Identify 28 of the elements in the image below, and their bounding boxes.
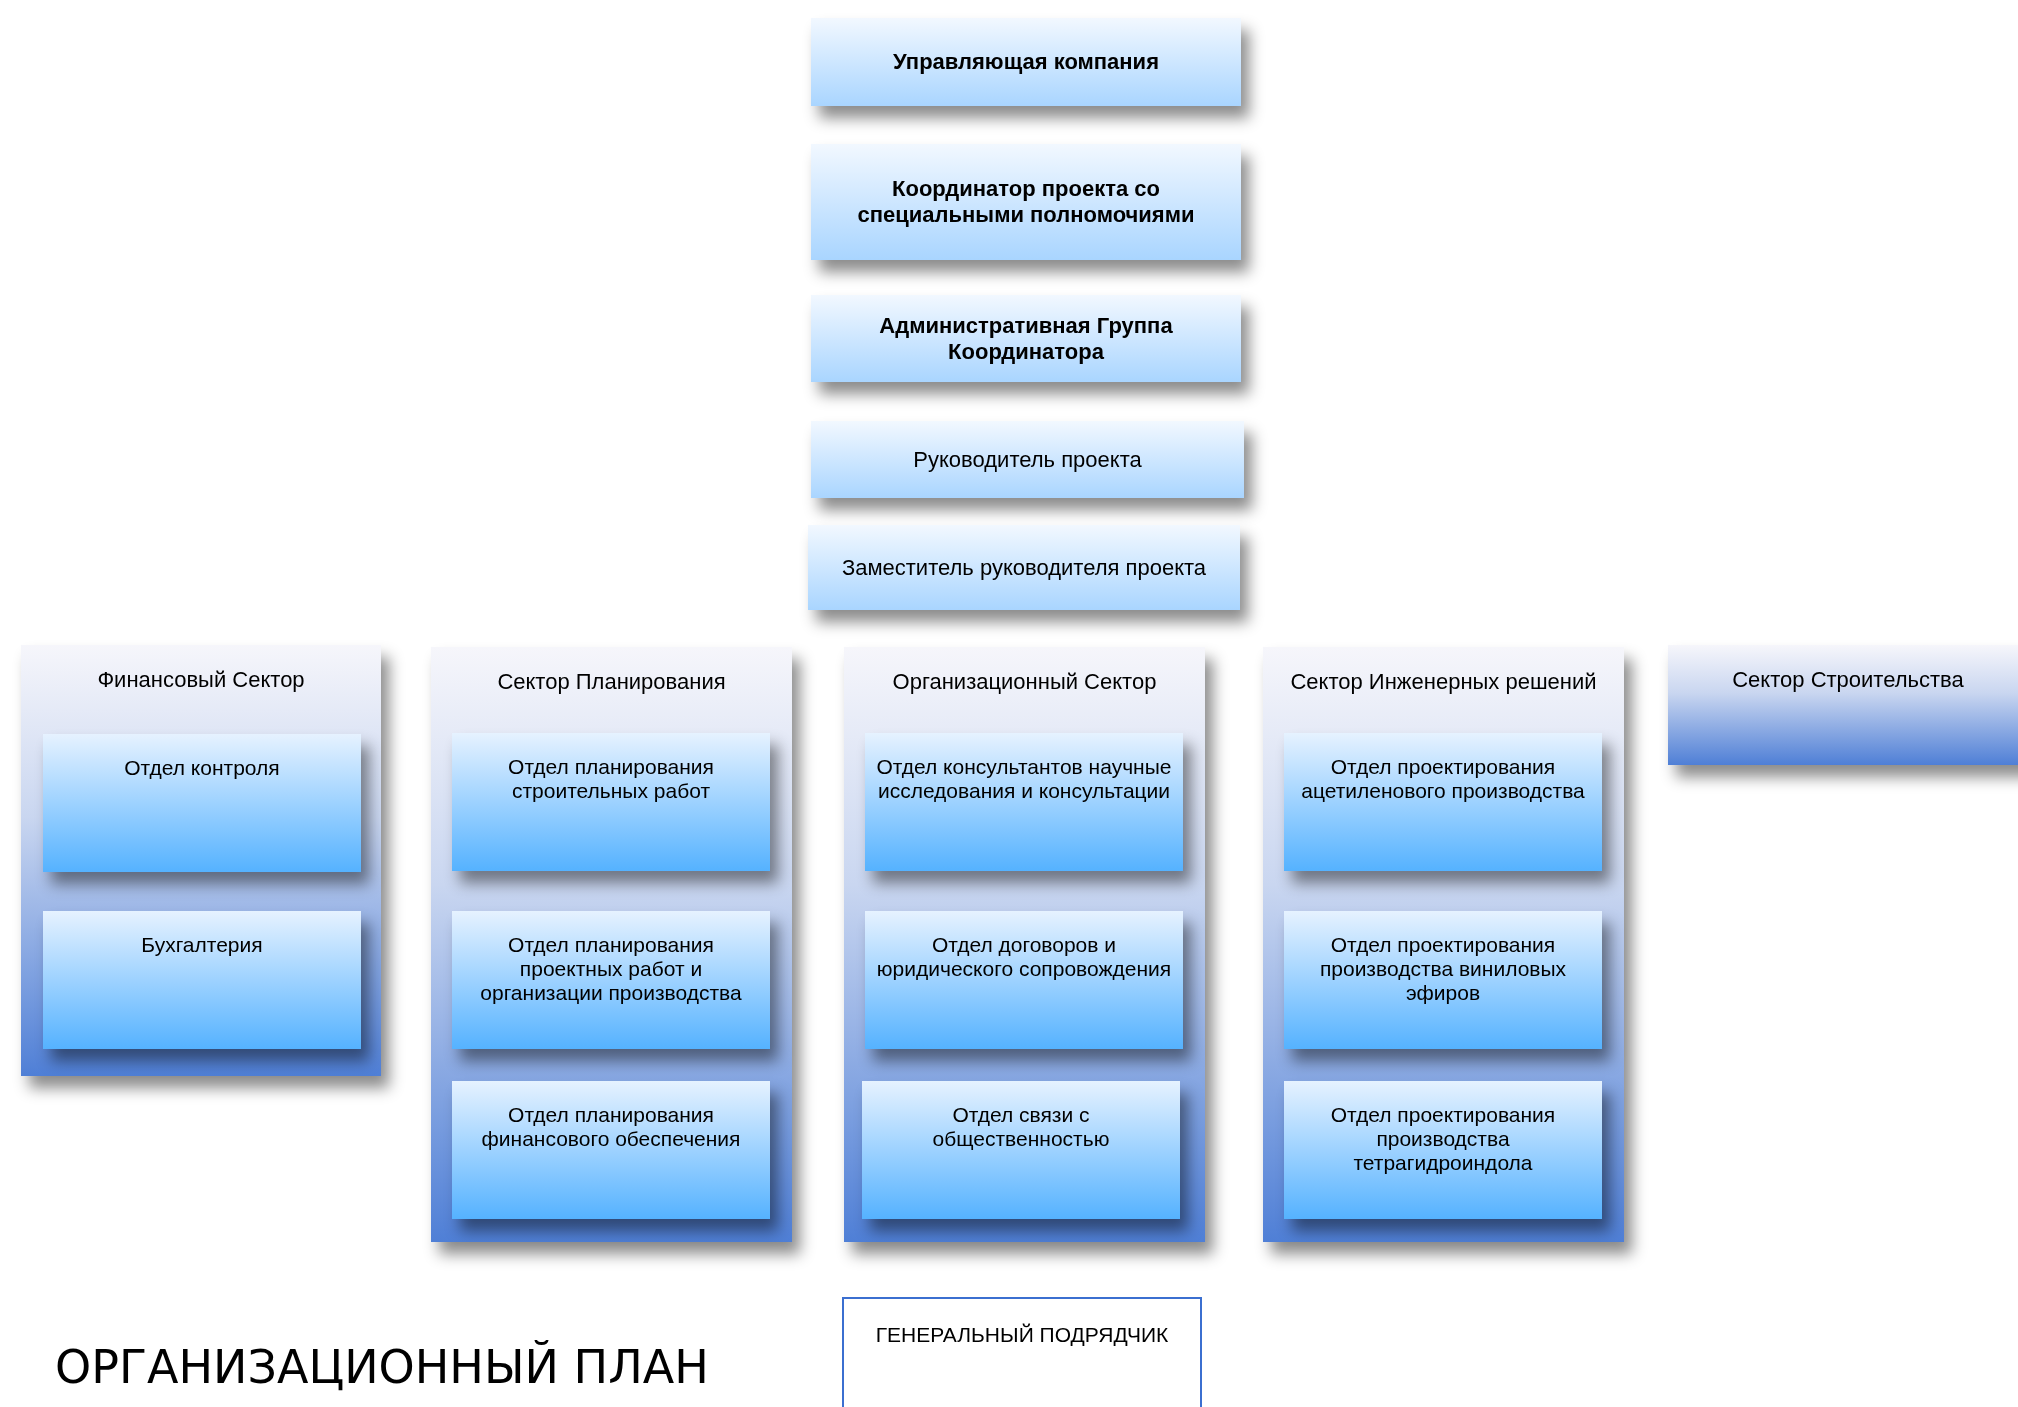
sector-panel — [1668, 645, 2018, 765]
chart-title: ОРГАНИЗАЦИОННЫЙ ПЛАН — [55, 1340, 709, 1394]
sector-heading: Сектор Планирования — [496, 669, 727, 695]
contractor-box: ГЕНЕРАЛЬНЫЙ ПОДРЯДЧИК — [842, 1297, 1202, 1407]
sector-heading: Сектор Строительства — [1731, 667, 1965, 693]
sector-heading: Финансовый Сектор — [96, 667, 306, 693]
department-box: Отдел проектирования производства виниловых эфиров — [1284, 911, 1602, 1049]
position-box: Заместитель руководителя проекта — [808, 525, 1240, 610]
sector-heading: Организационный Сектор — [891, 669, 1158, 695]
department-box: Отдел контроля — [43, 734, 361, 872]
sector-panel — [1263, 647, 1624, 1242]
position-box: Руководитель проекта — [811, 421, 1244, 498]
department-box: Отдел проектирования ацетиленового производства — [1284, 733, 1602, 871]
sector-panel — [431, 647, 792, 1242]
department-box: Отдел проектирования производства тетрагидроиндола — [1284, 1081, 1602, 1219]
department-box: Отдел связи с общественностью — [862, 1081, 1180, 1219]
department-box: Отдел планирования проектных работ и организации производства — [452, 911, 770, 1049]
position-box: Управляющая компания — [811, 18, 1241, 106]
department-box: Отдел договоров и юридического сопровождения — [865, 911, 1183, 1049]
sector-panel — [844, 647, 1205, 1242]
department-box: Отдел планирования строительных работ — [452, 733, 770, 871]
sector-heading: Сектор Инженерных решений — [1289, 669, 1598, 695]
position-box: Координатор проекта со специальными полномочиями — [811, 144, 1241, 260]
position-box: Административная Группа Координатора — [811, 295, 1241, 382]
department-box: Отдел планирования финансового обеспечения — [452, 1081, 770, 1219]
sector-panel — [21, 645, 381, 1076]
department-box: Бухгалтерия — [43, 911, 361, 1049]
department-box: Отдел консультантов научные исследования и консультации — [865, 733, 1183, 871]
